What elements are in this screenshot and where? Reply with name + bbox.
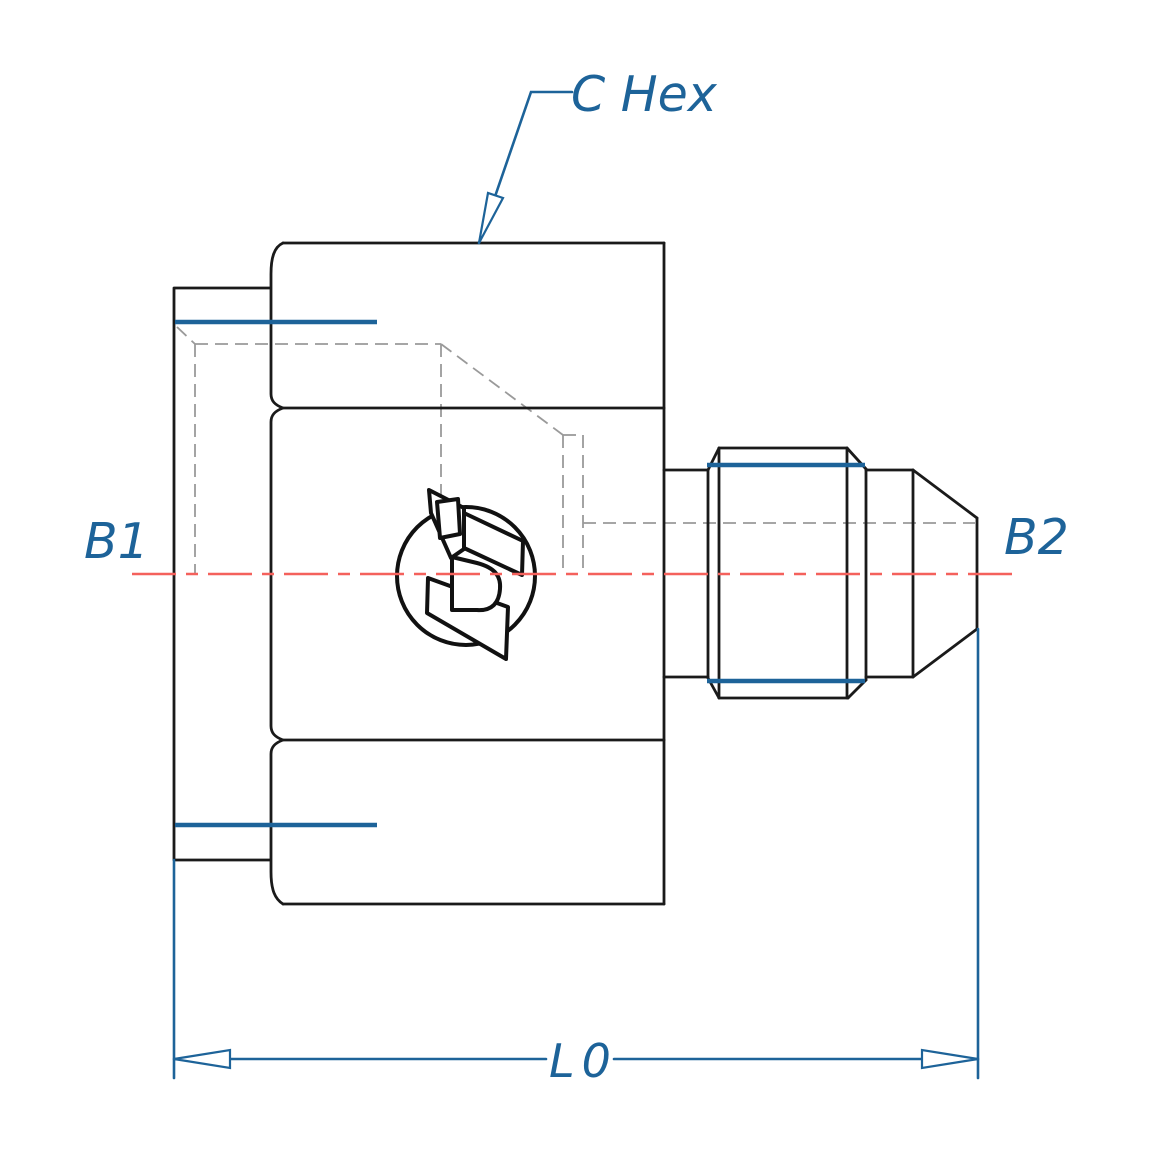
c-hex-arrowhead bbox=[477, 191, 505, 244]
logo-small-square bbox=[435, 497, 462, 540]
l0-arrowhead-right bbox=[920, 1048, 979, 1070]
dimension-annotations bbox=[172, 90, 980, 1080]
b1-label: B1 bbox=[84, 513, 149, 570]
cone-lower-flank bbox=[911, 627, 979, 679]
l0-label: L0 bbox=[549, 1034, 618, 1088]
annotation-labels: C Hex B1 B2 L0 bbox=[84, 66, 1069, 1088]
c-hex-label: C Hex bbox=[571, 66, 718, 123]
hidden-drill-cone bbox=[440, 343, 564, 436]
logo-d-shape bbox=[450, 555, 503, 613]
hidden-lines bbox=[176, 326, 975, 574]
c-hex-leader-line bbox=[477, 90, 574, 245]
cone-upper-flank bbox=[911, 468, 979, 520]
l0-arrowhead-left bbox=[173, 1048, 232, 1070]
logo-watermark bbox=[395, 488, 537, 661]
thread-feature-lines bbox=[175, 319, 865, 828]
b2-label: B2 bbox=[1004, 509, 1069, 566]
hidden-countersink-chamfer bbox=[176, 326, 196, 345]
